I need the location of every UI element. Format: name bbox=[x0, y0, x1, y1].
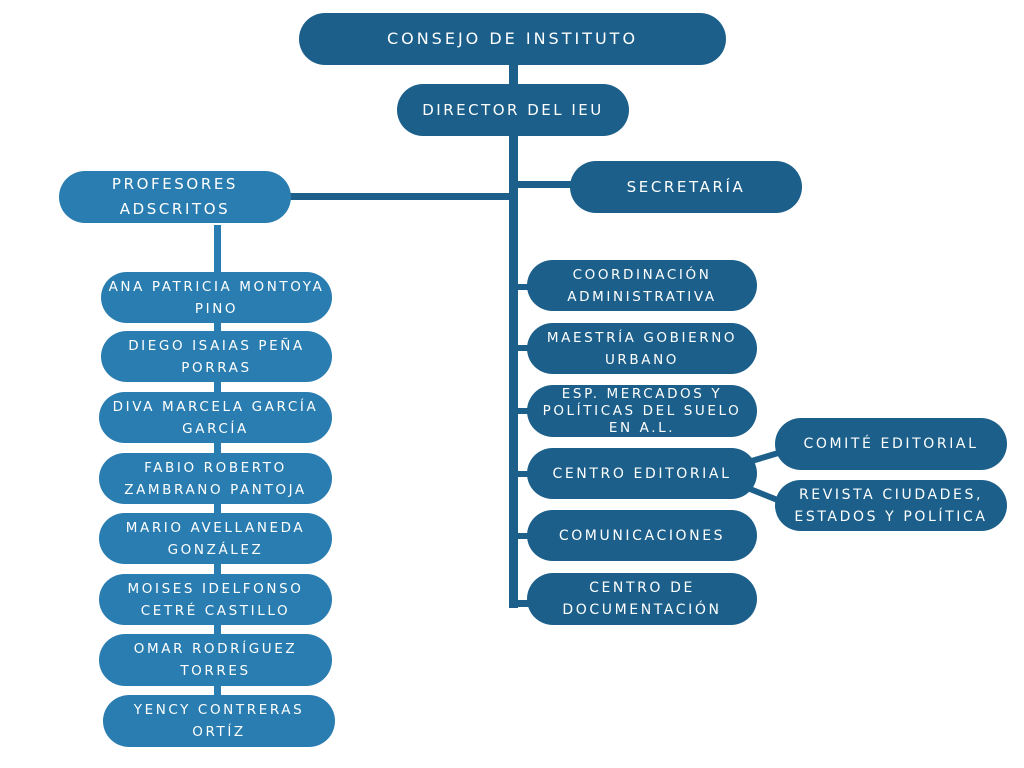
node-profesor[interactable]: ANA PATRICIA MONTOYA PINO bbox=[101, 272, 332, 323]
connector-unit-2 bbox=[515, 345, 535, 351]
node-profesores[interactable]: PROFESORES ADSCRITOS bbox=[59, 171, 291, 223]
node-profesor[interactable]: DIVA MARCELA GARCÍA GARCÍA bbox=[99, 392, 332, 443]
node-consejo[interactable]: CONSEJO DE INSTITUTO bbox=[299, 13, 726, 65]
node-secretaria[interactable]: SECRETARÍA bbox=[570, 161, 802, 213]
node-centro-editorial[interactable]: CENTRO EDITORIAL bbox=[527, 448, 757, 499]
node-comite-editorial[interactable]: COMITÉ EDITORIAL bbox=[775, 418, 1007, 470]
connector-unit-4 bbox=[515, 471, 535, 477]
node-profesor[interactable]: MARIO AVELLANEDA GONZÁLEZ bbox=[99, 513, 332, 564]
connector-unit-6 bbox=[515, 600, 535, 607]
node-profesor[interactable]: FABIO ROBERTO ZAMBRANO PANTOJA bbox=[99, 453, 332, 504]
node-director[interactable]: DIRECTOR DEL IEU bbox=[397, 84, 629, 136]
connector-unit-5 bbox=[515, 533, 535, 539]
node-profesor[interactable]: YENCY CONTRERAS ORTÍZ bbox=[103, 695, 335, 747]
node-profesor[interactable]: MOISES IDELFONSO CETRÉ CASTILLO bbox=[99, 574, 332, 625]
node-profesor[interactable]: OMAR RODRÍGUEZ TORRES bbox=[99, 634, 332, 686]
connector-secretaria bbox=[515, 181, 575, 188]
node-especializacion[interactable]: ESP. MERCADOS Y POLÍTICAS DEL SUELO EN A… bbox=[527, 385, 757, 437]
node-coordinacion[interactable]: COORDINACIÓN ADMINISTRATIVA bbox=[527, 260, 757, 311]
connector-root-director bbox=[509, 60, 518, 90]
connector-profesores bbox=[285, 193, 515, 200]
node-comunicaciones[interactable]: COMUNICACIONES bbox=[527, 510, 757, 561]
node-maestria[interactable]: MAESTRÍA GOBIERNO URBANO bbox=[527, 323, 757, 374]
node-profesor[interactable]: DIEGO ISAIAS PEÑA PORRAS bbox=[101, 331, 332, 382]
node-centro-documentacion[interactable]: CENTRO DE DOCUMENTACIÓN bbox=[527, 573, 757, 625]
connector-unit-1 bbox=[515, 284, 535, 290]
node-revista[interactable]: REVISTA CIUDADES, ESTADOS Y POLÍTICA bbox=[775, 480, 1007, 531]
connector-main-trunk bbox=[509, 130, 518, 608]
connector-unit-3 bbox=[515, 408, 535, 414]
